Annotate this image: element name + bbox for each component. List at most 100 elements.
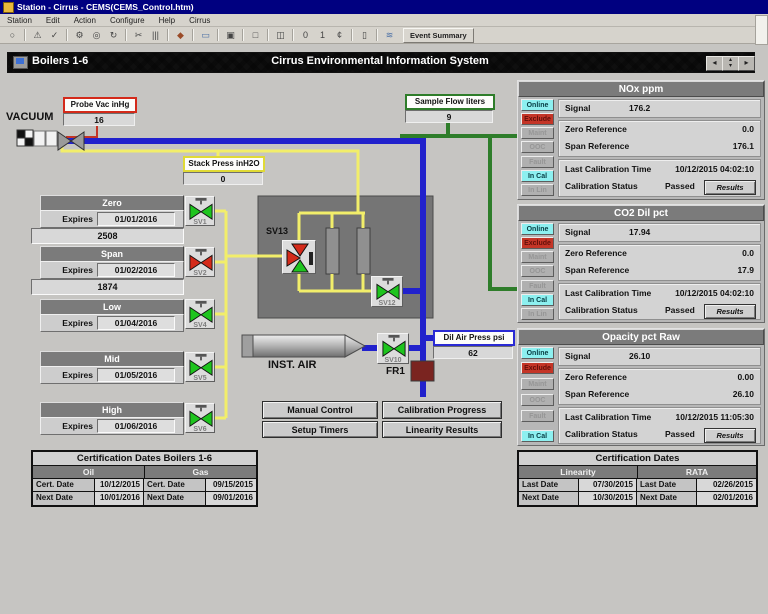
status-ooc[interactable]: OOC: [521, 394, 554, 406]
calibration-group: Last Calibration Time 10/12/2015 04:02:1…: [558, 283, 761, 320]
status-online[interactable]: Online: [521, 223, 554, 235]
status-online[interactable]: Online: [521, 99, 554, 111]
status-incal[interactable]: In Cal: [521, 294, 554, 306]
menu-station[interactable]: Station: [7, 15, 32, 25]
power-icon[interactable]: ○: [9, 29, 16, 40]
status-exclude[interactable]: Exclude: [521, 113, 554, 125]
toolbar-separator: [66, 29, 68, 41]
dil-air-press-value: 62: [433, 346, 513, 359]
valve-sv10[interactable]: SV10: [377, 333, 409, 364]
format-zero-icon[interactable]: 0: [302, 29, 308, 40]
status-maint[interactable]: Maint: [521, 251, 554, 263]
cal-gas-low-expires: 01/04/2016: [97, 316, 175, 330]
page-title: Boilers 1-6: [32, 55, 89, 67]
trend-icon[interactable]: |||: [151, 29, 159, 40]
cert-table-boilers: Certification Dates Boilers 1-6 Oil Gas …: [31, 450, 258, 507]
results-button[interactable]: Results: [704, 428, 756, 443]
fr1-label: FR1: [386, 366, 405, 377]
zero-ref-label: Zero Reference: [565, 248, 627, 258]
valve-sv10-tag: SV10: [384, 357, 402, 364]
stack-press-label: Stack Press inH2O: [183, 156, 265, 172]
page-icon[interactable]: □: [252, 29, 259, 40]
split-view-icon[interactable]: ◫: [276, 29, 285, 40]
valve-sv12[interactable]: SV12: [371, 276, 403, 307]
stack-probe: [16, 129, 85, 151]
menu-help[interactable]: Help: [158, 15, 176, 25]
menu-edit[interactable]: Edit: [45, 15, 60, 25]
menu-action[interactable]: Action: [73, 15, 96, 25]
status-incal[interactable]: In Cal: [521, 170, 554, 182]
cell-value: 07/30/2015: [579, 479, 637, 492]
window-icon[interactable]: ▣: [226, 29, 235, 40]
cert-boilers-col-gas: Gas: [145, 466, 256, 479]
expires-label: Expires: [62, 265, 93, 275]
refresh-icon[interactable]: ↻: [109, 29, 118, 40]
status-online[interactable]: Online: [521, 347, 554, 359]
display-icon[interactable]: ◎: [92, 29, 101, 40]
span-ref-label: Span Reference: [565, 265, 630, 275]
toolbar-separator: [167, 29, 169, 41]
status-fault[interactable]: Fault: [521, 410, 554, 422]
cert-boilers-title: Certification Dates Boilers 1-6: [33, 452, 256, 466]
upload-icon[interactable]: ≋: [385, 29, 394, 40]
toolbar-separator: [376, 29, 378, 41]
manual-control-button[interactable]: Manual Control: [262, 401, 378, 419]
signal-group: Signal 26.10: [558, 347, 761, 366]
probe-vac-line: [66, 125, 98, 138]
status-ooc[interactable]: OOC: [521, 141, 554, 153]
menu-cirrus[interactable]: Cirrus: [189, 15, 211, 25]
event-summary-button[interactable]: Event Summary: [403, 27, 474, 43]
setup-timers-button[interactable]: Setup Timers: [262, 421, 378, 438]
format-cent-icon[interactable]: ¢: [336, 29, 342, 40]
nav-updown-button[interactable]: ▴▾: [722, 56, 739, 71]
toolbar: ○ ⚠ ✓ ⚙ ◎ ↻ ✂ ||| ◆ ▭ ▣ □ ◫ 0 1 ¢ ▯ ≋ Ev…: [0, 27, 768, 44]
cal-status-value: Passed: [665, 305, 695, 315]
status-inlin[interactable]: In Lin: [521, 308, 554, 320]
status-inlin[interactable]: In Lin: [521, 184, 554, 196]
status-maint[interactable]: Maint: [521, 127, 554, 139]
signal-value: 26.10: [629, 351, 651, 361]
menubar: Station Edit Action Configure Help Cirru…: [0, 14, 768, 27]
valve-sv4-tag: SV4: [193, 322, 207, 329]
cal-status-value: Passed: [665, 181, 695, 191]
valve-sv13[interactable]: [282, 240, 316, 274]
calibration-progress-button[interactable]: Calibration Progress: [382, 401, 502, 419]
format-one-icon[interactable]: 1: [319, 29, 325, 40]
settings-icon[interactable]: ⚙: [75, 29, 84, 40]
probe-vac-label: Probe Vac inHg: [63, 97, 137, 113]
span-ref-value: 176.1: [732, 141, 754, 151]
cell-label: Last Date: [519, 479, 579, 492]
linearity-results-button[interactable]: Linearity Results: [382, 421, 502, 438]
results-button[interactable]: Results: [704, 180, 756, 195]
alarm-icon[interactable]: ⚠: [33, 29, 42, 40]
status-exclude[interactable]: Exclude: [521, 362, 554, 374]
menu-configure[interactable]: Configure: [109, 15, 145, 25]
cell-value: 10/01/2016: [95, 492, 144, 505]
cert-dates-col-rata: RATA: [638, 466, 756, 479]
status-incal[interactable]: In Cal: [521, 430, 554, 442]
valve-sv5[interactable]: SV5: [185, 352, 215, 382]
results-button[interactable]: Results: [704, 304, 756, 319]
zero-ref-label: Zero Reference: [565, 372, 627, 382]
valve-sv4[interactable]: SV4: [185, 299, 215, 329]
nav-back-button[interactable]: ◂: [706, 56, 723, 71]
status-exclude[interactable]: Exclude: [521, 237, 554, 249]
valve-sv1[interactable]: SV1: [185, 196, 215, 226]
status-fault[interactable]: Fault: [521, 156, 554, 168]
nav-forward-button[interactable]: ▸: [738, 56, 755, 71]
card-icon[interactable]: ▯: [362, 29, 367, 40]
cal-status-value: Passed: [665, 429, 695, 439]
toolbar-separator: [125, 29, 127, 41]
zero-ref-value: 0.0: [742, 124, 754, 134]
status-fault[interactable]: Fault: [521, 280, 554, 292]
detach-icon[interactable]: ✂: [134, 29, 143, 40]
status-maint[interactable]: Maint: [521, 378, 554, 390]
message-icon[interactable]: ▭: [201, 29, 210, 40]
alert-icon[interactable]: ◆: [177, 29, 184, 40]
signal-label: Signal: [565, 351, 591, 361]
acknowledge-icon[interactable]: ✓: [50, 29, 59, 40]
valve-sv2[interactable]: SV2: [185, 247, 215, 277]
status-ooc[interactable]: OOC: [521, 265, 554, 277]
reference-group: Zero Reference 0.0 Span Reference 17.9: [558, 244, 761, 281]
valve-sv6[interactable]: SV6: [185, 403, 215, 433]
